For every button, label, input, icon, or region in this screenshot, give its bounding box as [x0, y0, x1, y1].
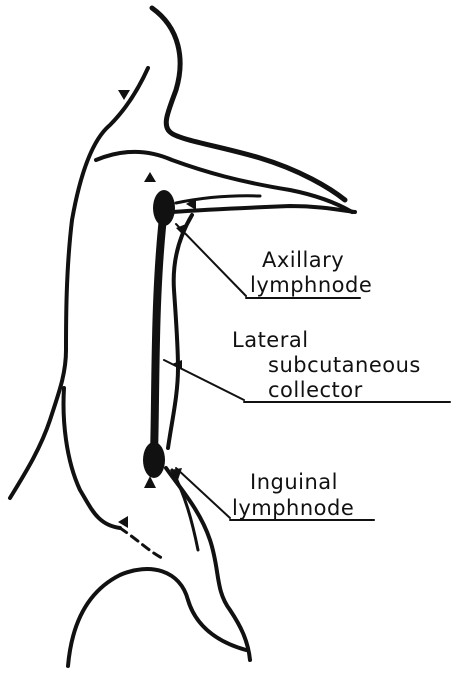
axillary-lymphnode-shape: [153, 190, 175, 226]
inguinal-label-line2: lymphnode: [232, 496, 354, 520]
axillary-leader-line: [176, 224, 246, 296]
inguinal-label-line1: Inguinal: [250, 470, 338, 494]
lateral-label-line1: Lateral: [232, 328, 309, 352]
head-outline: [152, 8, 345, 200]
lateral-label-line3: collector: [268, 378, 363, 402]
tail-dashed-vessel: [120, 528, 162, 558]
axillary-label-line1: Axillary: [262, 248, 344, 272]
lateral-collector-vessel: [154, 200, 165, 455]
forelimb-lower-outline: [172, 206, 355, 212]
body-lower-left-outline: [64, 388, 120, 528]
arrow-icon: [118, 90, 130, 100]
arrow-icon: [144, 172, 156, 182]
lateral-label-line2: subcutaneous: [268, 353, 421, 377]
forelimb-vessel: [176, 196, 260, 203]
inguinal-lymphnode-shape: [143, 442, 165, 478]
trunk-front-outline: [168, 215, 192, 448]
axillary-label-line2: lymphnode: [250, 273, 372, 297]
body-back-outline: [10, 68, 148, 498]
